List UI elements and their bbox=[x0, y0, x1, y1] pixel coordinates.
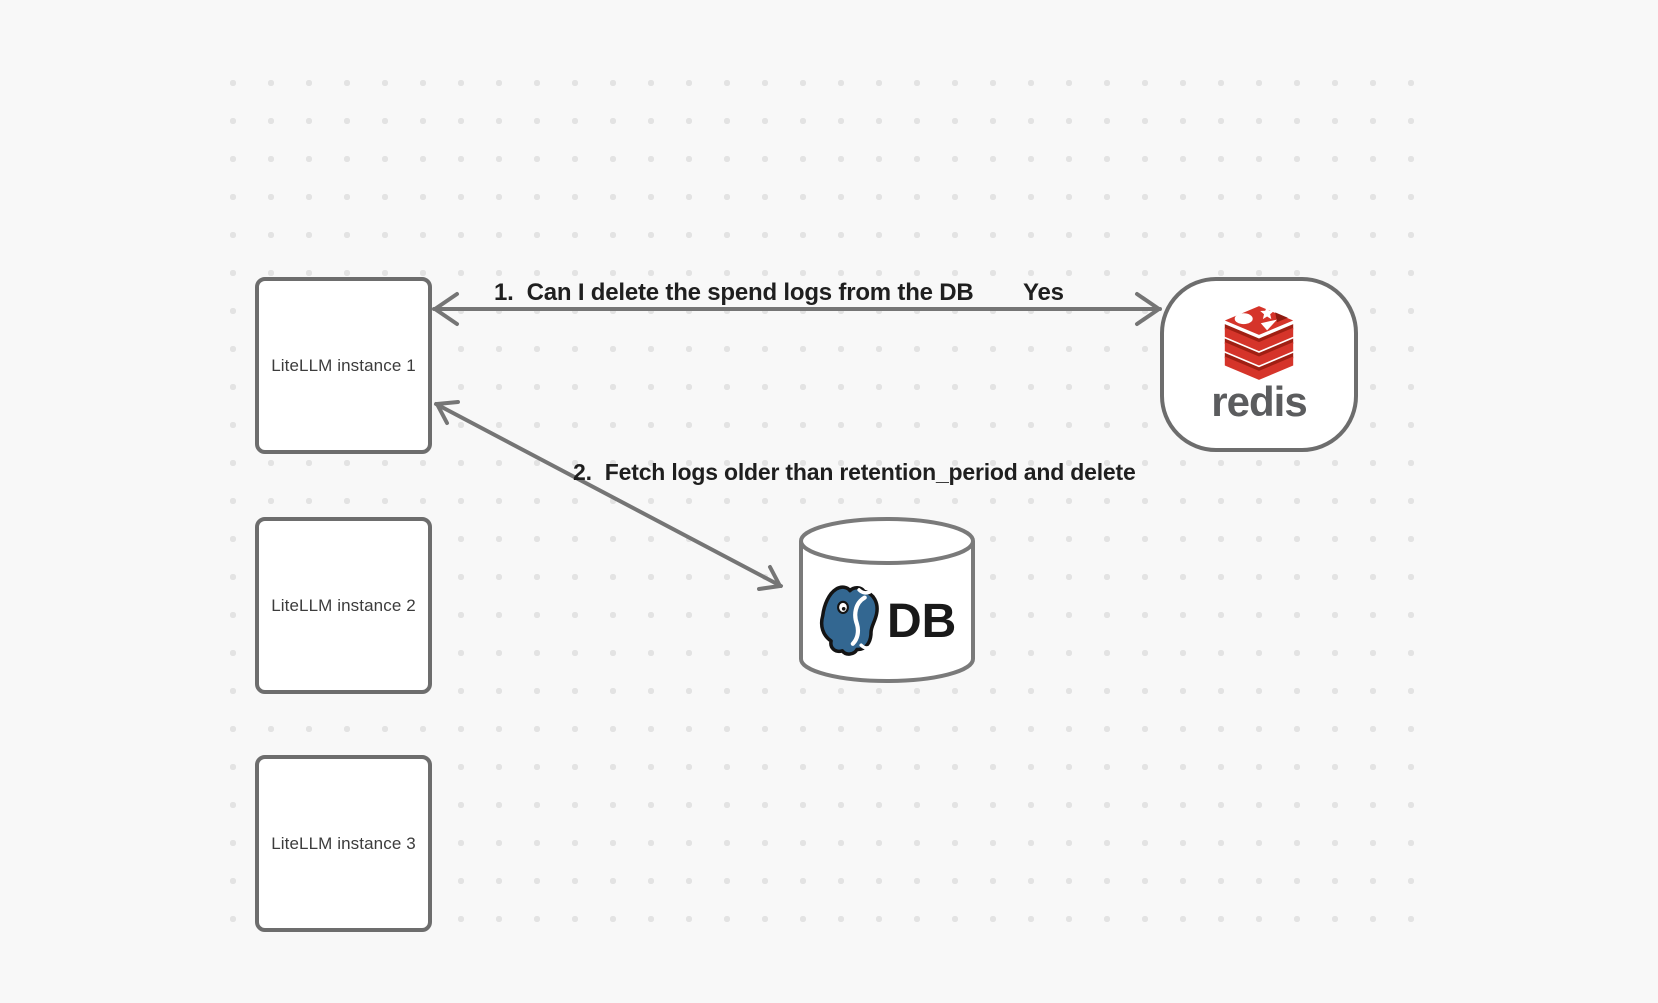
redis-stack-icon bbox=[1224, 306, 1294, 380]
node-litellm-instance-3: LiteLLM instance 3 bbox=[255, 755, 432, 932]
db-label: DB bbox=[887, 595, 956, 648]
arrow-2-text: Fetch logs older than retention_period a… bbox=[604, 459, 1136, 485]
redis-wordmark: redis bbox=[1211, 378, 1307, 425]
arrow-1-label: 1. Can I delete the spend logs from the D… bbox=[494, 281, 974, 305]
arrow-1-text: Can I delete the spend logs from the DB bbox=[526, 279, 974, 306]
node-litellm-instance-1: LiteLLM instance 1 bbox=[255, 277, 432, 454]
node-redis: redis bbox=[1160, 277, 1358, 452]
arrow-1-number: 1. bbox=[494, 279, 514, 306]
arrow-1-reply: Yes bbox=[1023, 279, 1064, 306]
node-label: LiteLLM instance 2 bbox=[271, 595, 416, 615]
arrow-2-number: 2. bbox=[573, 459, 592, 485]
node-db: DB bbox=[799, 517, 975, 683]
node-litellm-instance-2: LiteLLM instance 2 bbox=[255, 517, 432, 694]
arrow-2-label: 2. Fetch logs older than retention_period… bbox=[573, 460, 1136, 484]
postgresql-elephant-icon bbox=[819, 585, 879, 656]
node-label: LiteLLM instance 3 bbox=[271, 833, 416, 853]
node-label: LiteLLM instance 1 bbox=[271, 355, 416, 375]
